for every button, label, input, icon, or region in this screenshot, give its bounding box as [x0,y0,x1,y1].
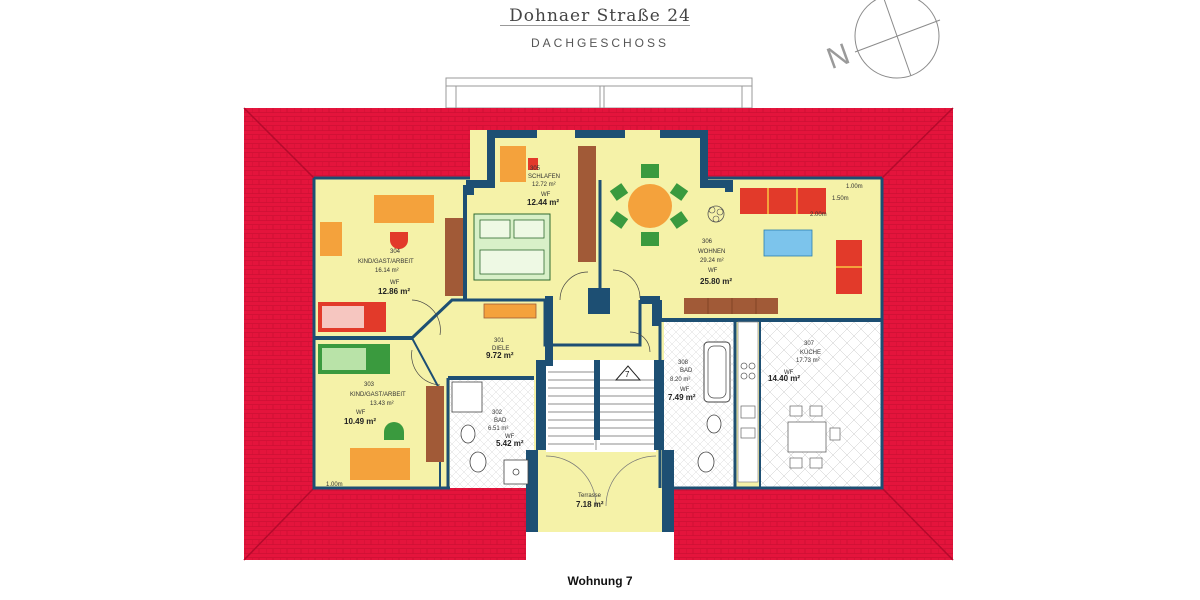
bathtub-308 [703,341,731,403]
desk-chair-304 [390,232,408,249]
room-area-301: 9.72 m² [486,351,514,360]
terrace-label: Terrasse 7.18 m² [576,493,604,509]
room-area-308: 7.49 m² [668,393,696,402]
sink-302 [460,424,476,444]
room-wf-307: WF [784,370,794,376]
toilet-308 [697,451,715,473]
room-name-304: KIND/GAST/ARBEIT [358,259,414,265]
room-name-307: KÜCHE [800,349,821,356]
room-gross-302: 6.51 m² [488,426,508,432]
balcony-railing [445,77,753,109]
room-number-302: 302 [492,410,503,416]
wardrobe-304 [445,218,463,296]
exterior-walls [466,130,733,532]
room-gross-308: 8.20 m² [670,377,690,383]
room-number-307: 307 [804,341,815,347]
dim-2: 1.50m [832,196,849,202]
dim-4: 1.00m [326,482,343,488]
room-gross-304: 16.14 m² [375,268,399,274]
room-label-302: 302 BAD 6.51 m² WF 5.42 m² [488,410,524,448]
room-wf-304: WF [390,280,400,286]
plant-icon [707,205,725,223]
room-label-303: 303 KIND/GAST/ARBEIT 13.43 m² WF 10.49 m… [344,382,406,426]
toilet-302 [469,451,487,473]
room-label-301: 301 DIELE 9.72 m² [486,338,514,360]
title-underline [500,25,690,26]
plan-subtitle: DACHGESCHOSS [530,36,670,50]
room-area-302: 5.42 m² [496,439,524,448]
room-gross-305: 12.72 m² [532,182,556,188]
room-gross-303: 13.43 m² [370,401,394,407]
room-label-304: 304 KIND/GAST/ARBEIT 16.14 m² WF 12.86 m… [358,249,414,296]
room-wf-303: WF [356,410,366,416]
room-area-303: 10.49 m² [344,417,376,426]
room-number-303: 303 [364,382,375,388]
terrace-door [545,455,657,507]
wardrobe-303 [426,386,444,462]
kitchen-counter [737,321,759,483]
room-number-305: 305 [530,166,541,172]
apartment-caption: Wohnung 7 [567,574,633,588]
room-label-306: 306 WOHNEN 29.24 m² WF 25.80 m² [698,239,732,286]
room-label-308: 308 BAD 8.20 m² WF 7.49 m² [668,360,696,402]
room-number-308: 308 [678,360,689,366]
room-wf-308: WF [680,387,690,393]
compass-icon: N [823,0,941,79]
room-name-302: BAD [494,418,507,424]
dim-3: 2.00m [810,212,827,218]
sink-308 [706,414,722,434]
room-area-306: 25.80 m² [700,277,732,286]
room-name-305: SCHLAFEN [528,174,560,180]
desk-303 [350,448,410,480]
kitchen-table [787,405,841,469]
sofa-bed-303 [318,344,390,374]
dining-table [609,164,689,246]
terrace-floor [536,450,664,532]
room-gross-306: 29.24 m² [700,258,724,264]
interior-walls [312,176,884,490]
terrace-name: Terrasse [578,493,602,499]
room-area-307: 14.40 m² [768,374,800,383]
room-gross-307: 17.73 m² [796,358,820,364]
room-wf-306: WF [708,268,718,274]
chair [528,158,538,170]
room-label-307: 307 KÜCHE 17.73 m² WF 14.40 m² [768,341,821,383]
room-number-306: 306 [702,239,713,245]
room-number-304: 304 [390,249,401,255]
shower-302 [451,381,483,413]
armchair-wohnen [836,240,862,294]
room-name-308: BAD [680,368,693,374]
plan-title: Dohnaer Straße 24 [509,6,691,26]
room-wf-305: WF [541,192,551,198]
room-number-301: 301 [494,338,505,344]
dimension-notes: 1.00m 1.50m 2.00m 1.00m [326,184,863,488]
dim-1: 1.00m [846,184,863,190]
shelf-304 [320,222,342,256]
sofa-wohnen [740,188,826,214]
room-name-306: WOHNEN [698,249,725,255]
terrace-area: 7.18 m² [576,500,604,509]
room-name-301: DIELE [492,346,509,352]
dresser [500,146,526,182]
sofa-bed-304 [318,302,386,332]
hall-bench [483,303,537,319]
bed [473,213,551,281]
wardrobe [578,146,596,262]
room-label-305: 305 SCHLAFEN 12.72 m² WF 12.44 m² [527,166,560,207]
room-area-304: 12.86 m² [378,287,410,296]
door-swings [411,269,651,386]
coffee-table [763,229,813,257]
desk-chair-303 [384,422,404,440]
sideboard-wohnen [684,298,778,314]
room-area-305: 12.44 m² [527,198,559,207]
room-wf-302: WF [505,434,515,440]
stairwell-floor [546,360,656,452]
stair-direction-icon: 7 [614,365,642,381]
stair-number: 7 [625,370,630,379]
shower-tray-302 [503,459,529,485]
room-name-303: KIND/GAST/ARBEIT [350,392,406,398]
compass-north-label: N [823,38,855,76]
desk-304 [374,195,434,223]
